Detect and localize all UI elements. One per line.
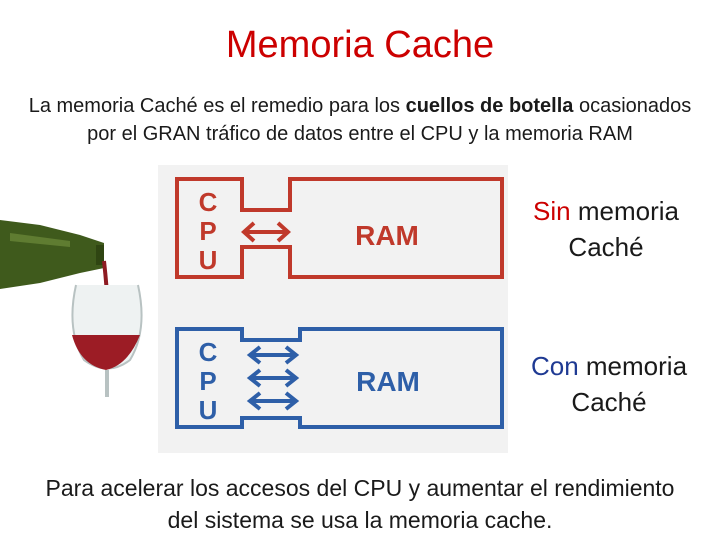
conclusion-line-2: del sistema se usa la memoria cache.: [0, 504, 720, 536]
glass-wine: [72, 335, 140, 370]
conclusion-line-1: Para acelerar los accesos del CPU y aume…: [0, 472, 720, 504]
cpu-letter-p: P: [199, 366, 216, 396]
slide-title: Memoria Cache: [0, 22, 720, 68]
label-rest: memoria: [579, 351, 687, 381]
intro-bold: cuellos de botella: [406, 95, 574, 117]
label-keyword: Sin: [533, 196, 571, 226]
label-line-1: Con memoria: [509, 348, 709, 384]
label-rest: memoria: [571, 196, 679, 226]
label-without-cache: Sin memoria Caché: [506, 193, 706, 265]
intro-line-2: por el GRAN tráfico de datos entre el CP…: [0, 120, 720, 148]
label-line-2: Caché: [509, 384, 709, 420]
intro-text: La memoria Caché es el remedio para los …: [0, 92, 720, 148]
cpu-letter-p: P: [199, 216, 216, 246]
intro-after: ocasionados: [573, 95, 691, 117]
ram-label: RAM: [355, 220, 419, 251]
intro-line-1: La memoria Caché es el remedio para los …: [0, 92, 720, 120]
wine-bottle-glass-illustration: [0, 220, 142, 397]
intro-before: La memoria Caché es el remedio para los: [29, 95, 406, 117]
cpu-letter-c: C: [199, 337, 218, 367]
bottle-icon: [0, 220, 104, 289]
label-keyword: Con: [531, 351, 579, 381]
label-line-1: Sin memoria: [506, 193, 706, 229]
cpu-letter-c: C: [199, 187, 218, 217]
label-with-cache: Con memoria Caché: [509, 348, 709, 420]
label-line-2: Caché: [506, 229, 706, 265]
cpu-letter-u: U: [199, 245, 218, 275]
ram-label: RAM: [356, 366, 420, 397]
conclusion-text: Para acelerar los accesos del CPU y aume…: [0, 472, 720, 536]
cpu-letter-u: U: [199, 395, 218, 425]
